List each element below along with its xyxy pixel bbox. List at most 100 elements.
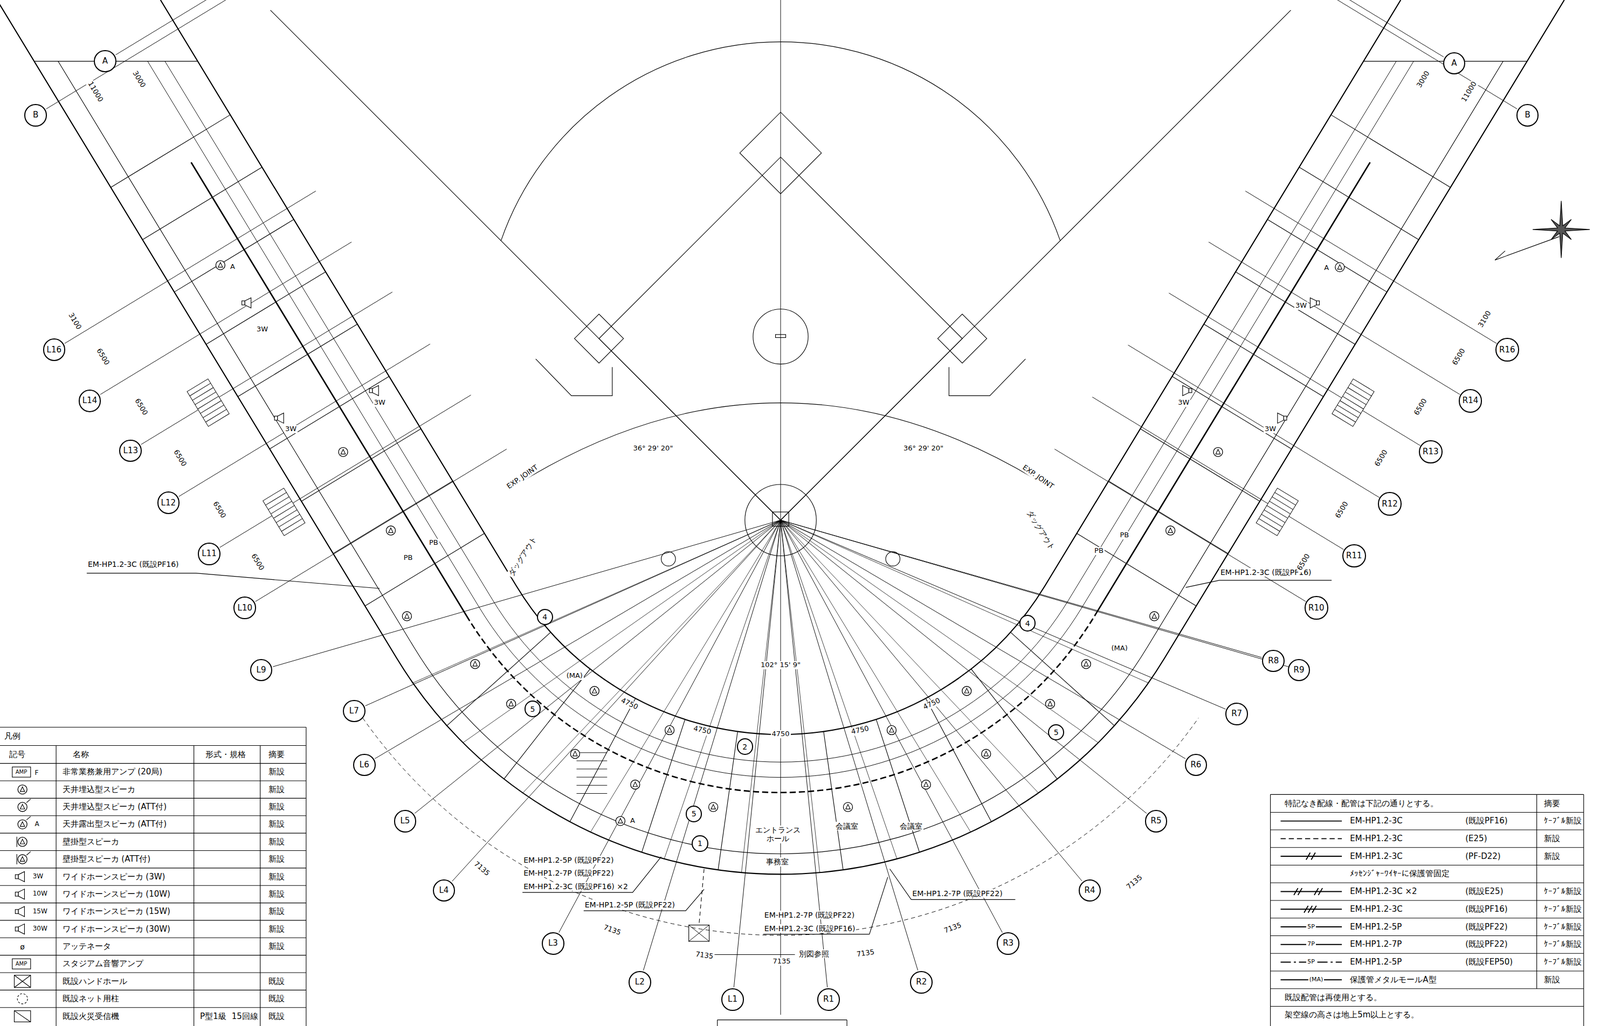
node-text: 1 xyxy=(697,839,703,848)
grid-bubble: L14 xyxy=(78,389,102,413)
stand-building-part-part xyxy=(265,492,303,532)
table-cell: 新設 xyxy=(267,802,286,812)
dimension: 6500 xyxy=(210,499,229,521)
ball-field-part xyxy=(535,359,1026,396)
dimension: 6500 xyxy=(171,447,189,470)
table-cell: (既設E25) xyxy=(1464,887,1505,897)
node-text: L13 xyxy=(123,446,139,455)
table-cell: 新設 xyxy=(267,925,286,935)
legend-table-part xyxy=(15,924,25,935)
stand-building-part xyxy=(1256,488,1299,536)
speaker-symbols-part xyxy=(1309,298,1320,309)
grid-bubble: R12 xyxy=(1377,492,1402,516)
table-note: 架空線の高さは地上5m以上とする。 xyxy=(1283,1010,1420,1020)
table-cell: ｹｰﾌﾞﾙ新設 xyxy=(1542,940,1583,950)
table-header: 摘要 xyxy=(267,750,286,760)
cable-note: EM-HP1.2-3C (既設PF16) xyxy=(86,560,181,569)
symbol-text: AMP xyxy=(14,961,29,968)
wiring-table-part xyxy=(1280,838,1343,840)
device-label: PB xyxy=(402,554,415,563)
grid-bubble: R10 xyxy=(1304,596,1329,620)
symbol-text: 3W xyxy=(31,873,45,881)
stand-building-part-part xyxy=(1332,378,1375,427)
speaker-symbols-part xyxy=(1182,385,1192,396)
stand-building-part xyxy=(164,61,1397,763)
dimension: 3000 xyxy=(1415,69,1433,91)
legend-table-part xyxy=(14,1011,31,1023)
table-cell: 新設 xyxy=(267,819,286,830)
legend-item: 壁掛型スピーカ (ATT付) xyxy=(61,854,153,865)
dimension: 3100 xyxy=(1476,308,1494,330)
stand-building-part xyxy=(160,0,1402,735)
grid-bubble: R14 xyxy=(1458,389,1483,413)
stand-building-part xyxy=(688,925,710,942)
room-name: エントランス ホール xyxy=(751,825,804,844)
node-text: R14 xyxy=(1462,396,1479,405)
wiring-table-part xyxy=(1280,821,1343,823)
symbol-text: 10W xyxy=(31,890,49,899)
grid-bubble: L7 xyxy=(342,700,366,723)
node-text: L14 xyxy=(82,396,98,405)
legend-item: ワイドホーンスピーカ (15W) xyxy=(61,907,172,917)
grid-bubble: R7 xyxy=(1225,702,1248,726)
legend-table-part xyxy=(17,994,28,1005)
leader-lines xyxy=(86,573,1332,956)
speaker-rating: 3W xyxy=(1176,398,1191,408)
angle-label: 102° 15' 9" xyxy=(759,661,802,670)
legend-table-part xyxy=(14,1011,31,1023)
wiring-part xyxy=(466,616,1095,793)
speaker-symbols-part xyxy=(1045,699,1055,709)
wiring xyxy=(191,162,1371,793)
node-text: R7 xyxy=(1231,709,1243,719)
grid-lines-part xyxy=(46,0,507,602)
table-cell: 新設 xyxy=(1542,834,1562,844)
dimension: 7135 xyxy=(854,948,877,960)
speaker-symbols-part xyxy=(843,802,853,812)
speaker-symbols-part xyxy=(615,816,625,826)
speaker-rating: 3W xyxy=(255,325,270,334)
node-text: L9 xyxy=(256,666,267,675)
legend-table-part xyxy=(14,975,31,989)
ball-field-part xyxy=(574,314,624,364)
device-label: (MA) xyxy=(565,672,584,681)
table-cell: EM-HP1.2-3C ×2 xyxy=(1348,887,1418,897)
speaker-symbols-part xyxy=(402,611,412,622)
node-text: R4 xyxy=(1084,886,1096,895)
dimension: 7135 xyxy=(771,957,792,967)
legend-item: スタジアム音響アンプ xyxy=(61,959,145,969)
table-cell: EM-HP1.2-7P xyxy=(1348,940,1403,950)
table-cell: 新設 xyxy=(267,907,286,917)
callout-number: 5 xyxy=(1047,724,1065,741)
node-text: B xyxy=(1524,111,1530,120)
table-header: 形式・規格 xyxy=(204,750,247,760)
grid-bubble: L1 xyxy=(721,988,744,1012)
speaker-type: A xyxy=(229,263,237,272)
speaker-symbols-part xyxy=(274,413,284,424)
ball-field-part xyxy=(412,520,1149,873)
wiring-table xyxy=(1270,794,1584,1026)
speaker-symbols-part xyxy=(1277,413,1287,424)
table-cell: ﾒｯｾﾝｼﾞｬｰﾜｲﾔｰに保護管固定 xyxy=(1348,869,1451,879)
legend-item: ワイドホーンスピーカ (3W) xyxy=(61,872,167,882)
legend-table-part xyxy=(17,837,27,847)
node-text: L12 xyxy=(161,499,176,508)
wiring-part xyxy=(191,162,467,616)
grid-bubble: R11 xyxy=(1342,544,1367,569)
stand-building-part xyxy=(187,378,230,427)
callout-number: 5 xyxy=(524,700,541,717)
legend-item: 既設ハンドホール xyxy=(61,977,129,987)
table-note: 既設配管は再使用とする。 xyxy=(1283,993,1383,1003)
table-header: 摘要 xyxy=(1542,799,1562,809)
grid-bubble: L12 xyxy=(157,491,181,515)
legend-item: 既設ネット用柱 xyxy=(61,994,121,1004)
line-code: 5P xyxy=(1306,923,1316,931)
room-name: 会議室 xyxy=(834,822,860,831)
table-cell: ｹｰﾌﾞﾙ新設 xyxy=(1542,905,1583,915)
node-text: R8 xyxy=(1267,657,1279,666)
table-cell: 新設 xyxy=(267,890,286,900)
leader-lines-part xyxy=(1185,580,1333,588)
node-text: R10 xyxy=(1308,604,1325,613)
stand-building-part xyxy=(58,61,1504,855)
node-text: L10 xyxy=(237,604,253,613)
stand-building-part-part xyxy=(263,488,306,536)
